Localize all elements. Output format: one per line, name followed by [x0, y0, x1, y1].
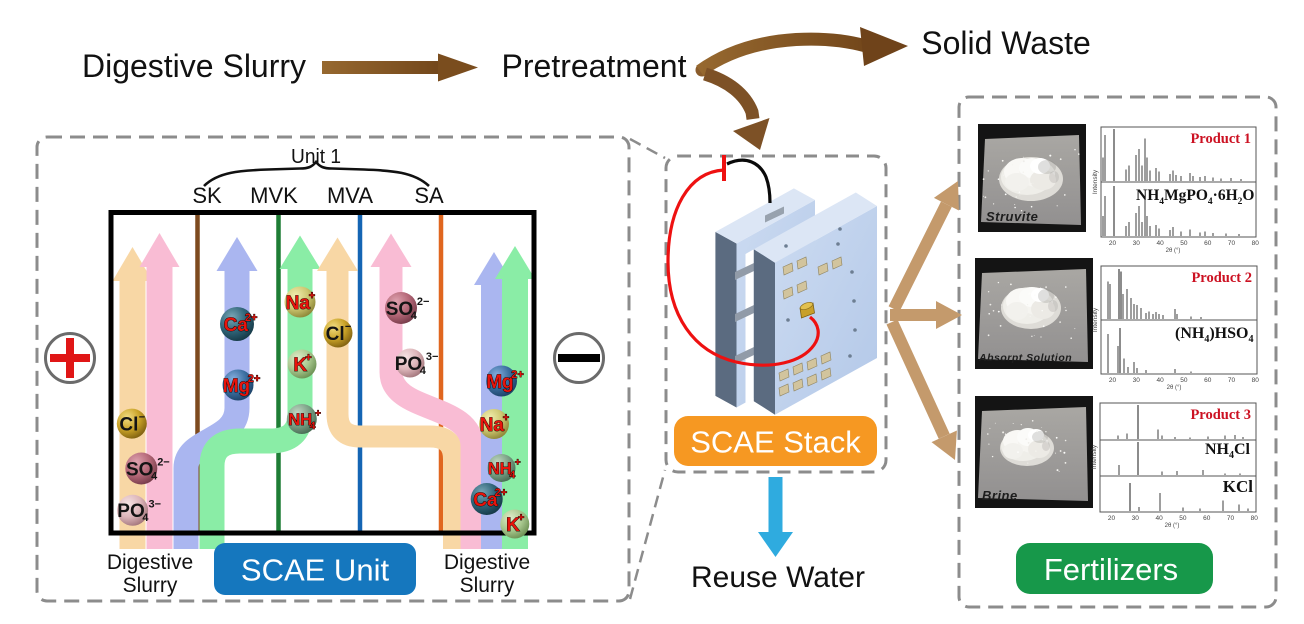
svg-text:Unit 1: Unit 1: [291, 146, 341, 168]
svg-text:KCl: KCl: [1223, 477, 1254, 496]
svg-text:40: 40: [1156, 377, 1164, 384]
svg-text:NH4+: NH4+: [488, 457, 521, 481]
svg-text:70: 70: [1227, 515, 1235, 522]
svg-text:Slurry: Slurry: [123, 574, 178, 597]
svg-text:SO42−: SO42−: [386, 296, 430, 322]
svg-text:Na+: Na+: [286, 290, 316, 314]
svg-text:50: 50: [1180, 240, 1188, 247]
svg-text:70: 70: [1228, 240, 1236, 247]
svg-text:40: 40: [1155, 515, 1163, 522]
svg-text:Ca2+: Ca2+: [224, 312, 258, 336]
svg-text:2θ (°): 2θ (°): [1167, 385, 1182, 391]
svg-text:SK: SK: [192, 183, 222, 208]
svg-text:80: 80: [1252, 240, 1260, 247]
svg-text:MVK: MVK: [250, 183, 298, 208]
svg-text:K+: K+: [506, 512, 524, 536]
svg-text:50: 50: [1179, 515, 1187, 522]
svg-text:NH4+: NH4+: [288, 408, 321, 432]
svg-text:Na+: Na+: [480, 412, 510, 436]
svg-text:MVA: MVA: [327, 183, 373, 208]
svg-text:Product 1: Product 1: [1190, 131, 1251, 147]
svg-text:SCAE Unit: SCAE Unit: [241, 553, 390, 588]
svg-text:Product 3: Product 3: [1190, 407, 1251, 423]
svg-text:50: 50: [1180, 377, 1188, 384]
svg-text:60: 60: [1204, 377, 1212, 384]
svg-text:20: 20: [1109, 377, 1117, 384]
svg-text:30: 30: [1133, 240, 1141, 247]
svg-text:60: 60: [1204, 240, 1212, 247]
svg-text:Mg2+: Mg2+: [486, 369, 524, 393]
svg-text:SCAE Stack: SCAE Stack: [690, 425, 861, 460]
svg-text:Digestive: Digestive: [444, 551, 530, 574]
svg-text:PO43−: PO43−: [117, 498, 161, 524]
svg-text:Pretreatment: Pretreatment: [502, 48, 687, 84]
svg-text:Ca2+: Ca2+: [473, 487, 507, 511]
svg-text:Mg2+: Mg2+: [223, 373, 261, 397]
svg-text:Cl−: Cl−: [326, 321, 352, 345]
svg-text:Digestive Slurry: Digestive Slurry: [82, 48, 306, 84]
svg-text:40: 40: [1156, 240, 1164, 247]
svg-text:K+: K+: [293, 352, 311, 376]
svg-text:Fertilizers: Fertilizers: [1044, 552, 1178, 587]
svg-text:SA: SA: [414, 183, 444, 208]
svg-text:80: 80: [1252, 377, 1260, 384]
svg-text:80: 80: [1251, 515, 1259, 522]
svg-text:60: 60: [1203, 515, 1211, 522]
svg-text:20: 20: [1109, 240, 1117, 247]
svg-text:2θ (°): 2θ (°): [1165, 523, 1180, 529]
svg-text:Intensity: Intensity: [1092, 307, 1099, 332]
svg-text:Absorpt Solution: Absorpt Solution: [978, 352, 1072, 364]
svg-text:30: 30: [1132, 515, 1140, 522]
svg-text:Brine: Brine: [982, 488, 1018, 503]
svg-text:Struvite: Struvite: [986, 209, 1038, 224]
svg-text:Digestive: Digestive: [107, 551, 193, 574]
svg-text:Slurry: Slurry: [460, 574, 515, 597]
svg-text:70: 70: [1228, 377, 1236, 384]
svg-text:Product 2: Product 2: [1191, 270, 1252, 286]
svg-text:2θ (°): 2θ (°): [1166, 248, 1181, 254]
svg-text:Intensity: Intensity: [1092, 169, 1099, 194]
svg-text:Solid Waste: Solid Waste: [921, 25, 1091, 61]
svg-text:PO43−: PO43−: [395, 351, 439, 377]
svg-text:NH4Cl: NH4Cl: [1205, 441, 1251, 461]
svg-text:Intensity: Intensity: [1091, 444, 1098, 469]
svg-text:NH4MgPO4·6H2O: NH4MgPO4·6H2O: [1136, 187, 1254, 207]
svg-text:SO42−: SO42−: [126, 457, 170, 483]
svg-text:20: 20: [1108, 515, 1116, 522]
svg-text:Reuse Water: Reuse Water: [691, 561, 865, 594]
svg-text:30: 30: [1133, 377, 1141, 384]
svg-text:Cl−: Cl−: [119, 412, 145, 436]
svg-text:(NH4)HSO4: (NH4)HSO4: [1175, 325, 1253, 345]
